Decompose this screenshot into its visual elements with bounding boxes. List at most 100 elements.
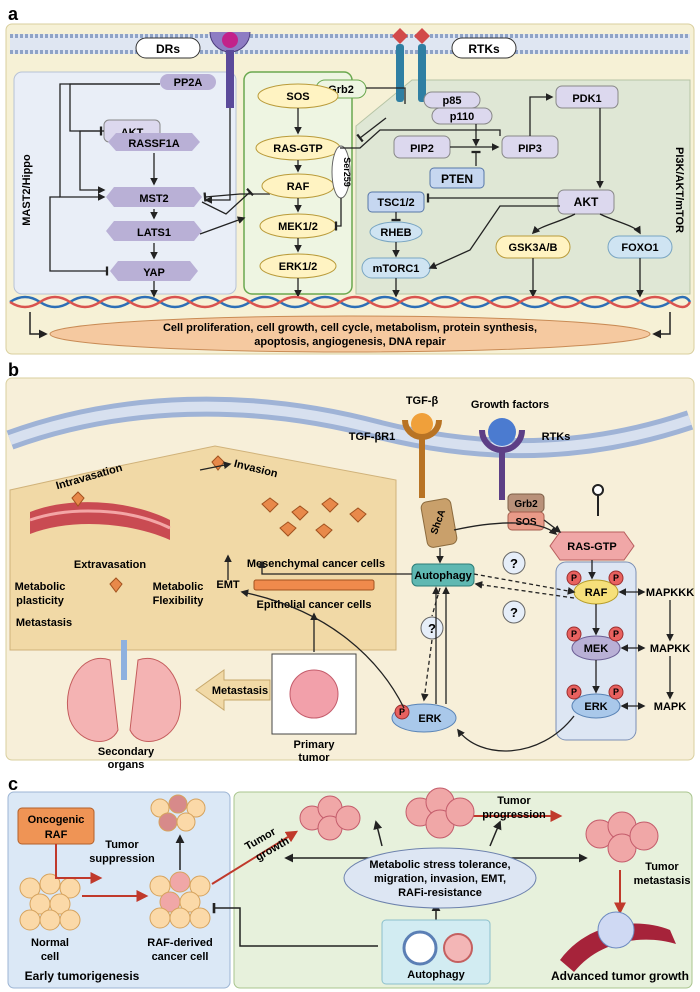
membrane-a: [10, 34, 690, 54]
p-3: P: [571, 629, 577, 639]
node-pip3-label: PIP3: [518, 143, 542, 155]
node-mtorc1-label: mTORC1: [373, 263, 420, 275]
question-2: ?: [510, 605, 518, 620]
oncogenic-raf-2: RAF: [45, 829, 68, 841]
drs-receptor-icon: [209, 31, 251, 108]
node-pdk1: [555, 85, 619, 109]
label-metabolic-plasticity-1: Metabolic: [15, 581, 66, 593]
p-2: P: [613, 573, 619, 583]
raf-derived-1: RAF-derived: [147, 937, 212, 949]
label-metastasis-left: Metastasis: [16, 617, 72, 629]
autophagy-c-label: Autophagy: [407, 969, 465, 981]
node-sos-label: SOS: [286, 91, 309, 103]
ellipse-line-2: migration, invasion, EMT,: [374, 873, 506, 885]
label-mapkkk: MAPKKK: [646, 587, 694, 599]
node-p110: [431, 107, 493, 125]
tumor-metastasis-1: Tumor: [645, 861, 679, 873]
node-erk-left-label: ERK: [418, 713, 441, 725]
panel-b-arrows: [199, 461, 674, 752]
node-mst2: [106, 187, 202, 207]
node-sos-b-label: SOS: [515, 517, 536, 528]
node-pp2a: [160, 74, 216, 90]
node-foxo1-label: FOXO1: [621, 242, 658, 254]
rtks-label-box: [451, 37, 517, 59]
p-6: P: [613, 687, 619, 697]
hippo-section: [13, 71, 237, 295]
label-secondary-organs-1: Secondary: [98, 746, 155, 758]
node-yap: [110, 261, 198, 281]
mapk-arrows: [294, 87, 406, 298]
advanced-label: Advanced tumor growth: [551, 969, 689, 983]
label-extravasation: Extravasation: [74, 559, 146, 571]
tgfbr1-receptor-icon: [402, 419, 442, 440]
label-secondary-organs-2: organs: [108, 759, 145, 771]
tgfb-ligand-icon: [411, 413, 433, 435]
node-erk12-label: ERK1/2: [279, 261, 318, 273]
node-p85-label: p85: [443, 95, 462, 107]
panel-b: b Intravasation Invasion Extravasation M…: [5, 360, 695, 771]
raf-derived-cells-icon: [149, 871, 211, 929]
node-autophagy-b: [411, 563, 475, 587]
ras-anchor-icon: [592, 484, 604, 496]
normal-cell-2: cell: [41, 951, 59, 963]
rtks-label: RTKs: [468, 42, 500, 56]
question-1: ?: [510, 556, 518, 571]
p-5: P: [571, 687, 577, 697]
tumor-suppression-1: Tumor: [105, 839, 139, 851]
node-raf-b-label: RAF: [585, 587, 608, 599]
autophagosome-icon: [402, 930, 473, 966]
early-label: Early tumorigenesis: [25, 969, 140, 983]
label-mesenchymal: Mesenchymal cancer cells: [247, 558, 385, 570]
stress-ellipse: [343, 847, 537, 909]
node-ras-gtp-label: RAS-GTP: [273, 143, 323, 155]
node-pip2-label: PIP2: [410, 143, 434, 155]
oncogenic-raf-1: Oncogenic: [28, 814, 85, 826]
pi3k-arrows: [150, 93, 644, 298]
tgfbr1-stalk: [419, 438, 425, 498]
node-ser259-label: Ser259: [342, 157, 352, 187]
node-pdk1-label: PDK1: [572, 93, 601, 105]
tumor-metastasis-2: metastasis: [634, 875, 691, 887]
p-4: P: [613, 629, 619, 639]
phospho-badges: [394, 570, 624, 720]
panel-c: c Oncogenic RAF Normal cell RAF-derived …: [7, 774, 693, 989]
p-1: P: [571, 573, 577, 583]
process-area: [9, 445, 397, 651]
node-shca: [420, 498, 458, 548]
blood-vessel-icon: [29, 502, 171, 540]
label-rtks-b: RTKs: [542, 431, 571, 443]
node-raf-a-label: RAF: [287, 181, 310, 193]
label-mapk: MAPK: [654, 701, 686, 713]
raf-derived-2: cancer cell: [152, 951, 209, 963]
question-marks: ? ? ?: [420, 551, 526, 640]
node-pp2a-label: PP2A: [174, 77, 203, 89]
node-mek-b-label: MEK: [584, 643, 609, 655]
question-3: ?: [428, 621, 436, 636]
normal-cells-icon: [19, 873, 81, 931]
panel-c-arrows: [55, 810, 626, 947]
outcome-side-arrows: [29, 312, 671, 339]
node-akt-right: [557, 189, 615, 215]
label-metabolic-flexibility-1: Metabolic: [153, 581, 204, 593]
membrane-b: [6, 396, 694, 459]
growth-factor-icon: [488, 418, 516, 446]
node-rassf1a: [108, 133, 200, 151]
node-rheb-label: RHEB: [380, 227, 411, 239]
rtk-receptor-b-icon: [479, 429, 525, 453]
ellipse-line-3: RAFi-resistance: [398, 887, 482, 899]
outcome-line-2: apoptosis, angiogenesis, DNA repair: [254, 336, 446, 348]
node-tsc12-label: TSC1/2: [377, 197, 414, 209]
side-label-right: PI3K/AKT/mTOR: [673, 147, 685, 233]
label-primary-tumor-1: Primary: [294, 739, 336, 751]
label-epithelial: Epithelial cancer cells: [257, 599, 372, 611]
panel-a: a MAST2/Hippo PI3K/AKT/mTOR DRs RTKs: [5, 4, 695, 355]
panel-a-letter: a: [8, 4, 19, 24]
tumor-progression-2: progression: [482, 809, 546, 821]
label-mapkk: MAPKK: [650, 643, 690, 655]
label-primary-tumor-2: tumor: [298, 752, 330, 764]
rtk-b-stalk: [499, 450, 505, 500]
lungs-icon: [66, 640, 182, 742]
panel-b-letter: b: [8, 360, 19, 380]
outcome-ellipse: [49, 315, 651, 353]
